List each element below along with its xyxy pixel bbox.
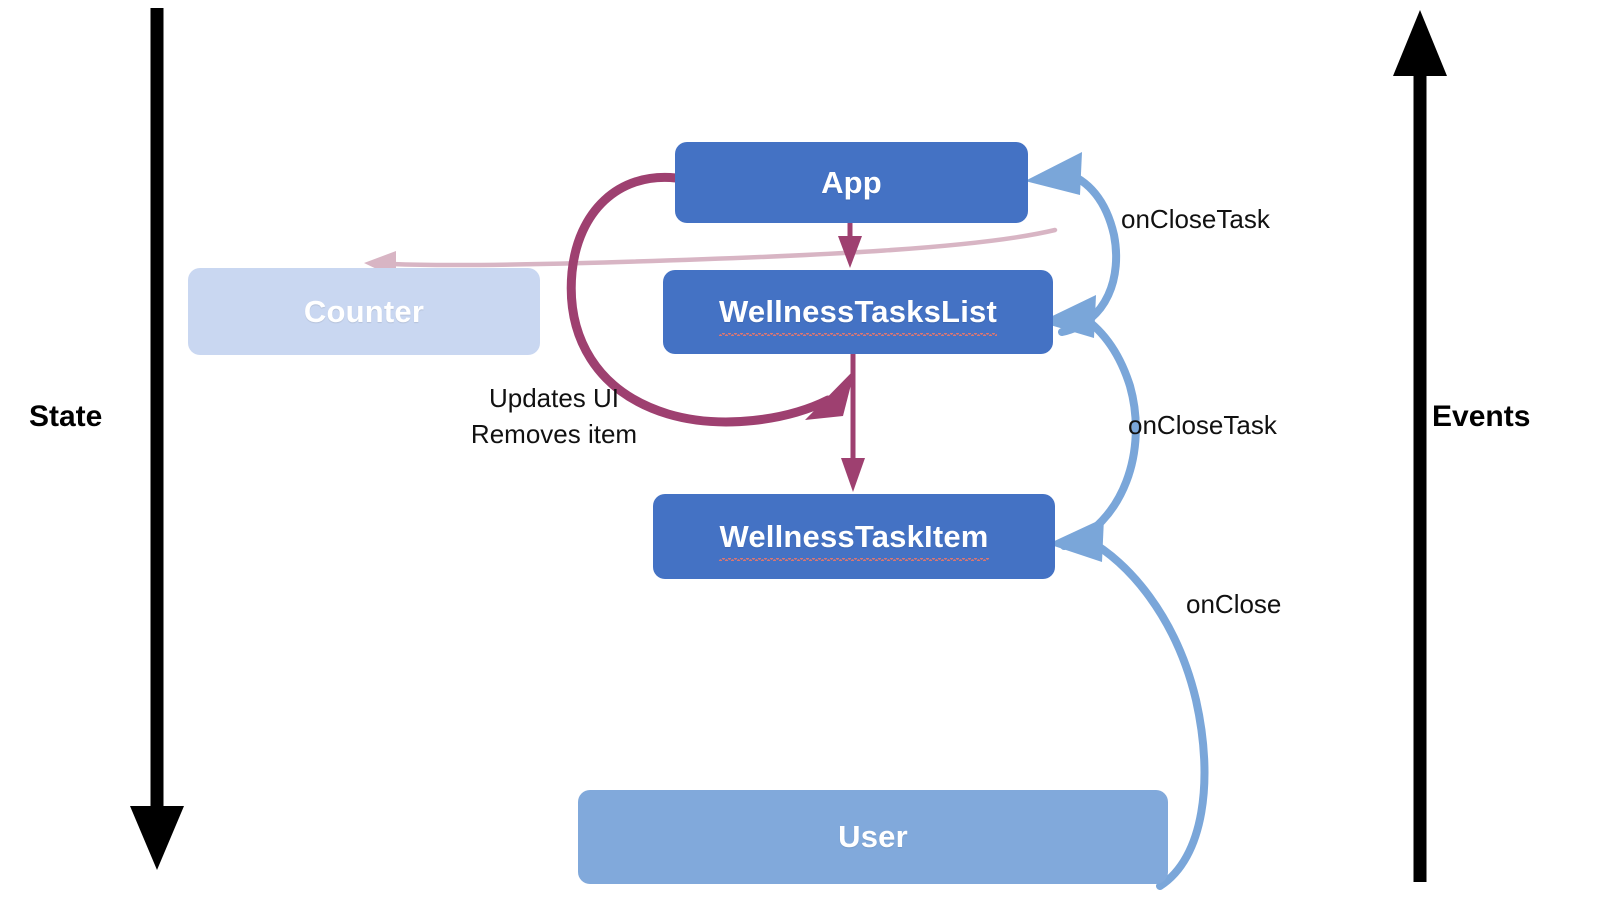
state-axis-arrow xyxy=(130,8,184,870)
node-wellness-tasks-list-label: WellnessTasksList xyxy=(719,294,997,336)
updates-line-2: Removes item xyxy=(470,419,638,449)
node-app[interactable]: App xyxy=(675,142,1028,223)
edge-label-updates-ui-removes-item: Updates UI Removes item xyxy=(452,380,656,452)
node-wellness-tasks-list[interactable]: WellnessTasksList xyxy=(663,270,1053,354)
edge-app-updates-list-loop xyxy=(566,172,855,427)
node-wellness-task-item[interactable]: WellnessTaskItem xyxy=(653,494,1055,579)
node-counter-label: Counter xyxy=(303,293,425,329)
node-app-label: App xyxy=(821,164,882,200)
node-user-label: User xyxy=(838,819,908,854)
axis-label-events: Events xyxy=(1432,400,1531,433)
updates-line-1: Updates UI xyxy=(488,383,620,413)
edge-label-oncloseTask-item-to-list: onCloseTask xyxy=(1128,410,1277,440)
node-wellness-task-item-label: WellnessTaskItem xyxy=(719,518,989,561)
edge-label-onclose-user-to-item: onClose xyxy=(1186,589,1282,619)
edge-user-to-item xyxy=(1048,518,1209,890)
events-axis-arrow xyxy=(1393,10,1447,882)
edge-label-oncloseTask-list-to-app: onCloseTask xyxy=(1121,204,1270,234)
node-user[interactable]: User xyxy=(578,790,1168,884)
axis-label-state: State xyxy=(29,400,103,433)
edge-app-to-list xyxy=(838,223,862,268)
node-counter[interactable]: Counter xyxy=(188,268,540,355)
